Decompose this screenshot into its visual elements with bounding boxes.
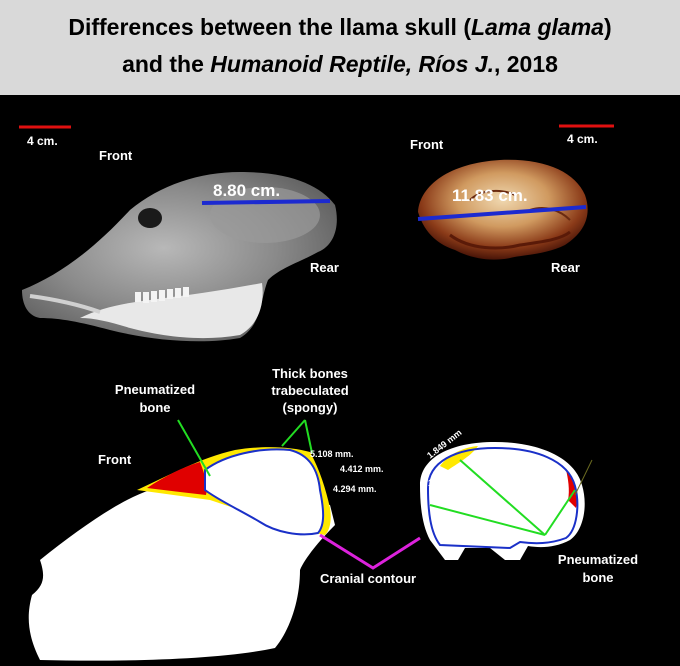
reptile-measure-label: 11.83 cm. xyxy=(452,186,528,205)
title-line-2: and the Humanoid Reptile, Ríos J., 2018 xyxy=(0,51,680,78)
cranial-contour-line xyxy=(319,533,421,570)
llama-front-label: Front xyxy=(99,148,133,163)
bottom-front-label: Front xyxy=(98,452,132,467)
title-subject: Humanoid Reptile, Ríos J. xyxy=(210,51,494,77)
pneumatized-label-right-1: Pneumatized xyxy=(558,552,638,567)
measure-4294: 4.294 mm. xyxy=(333,484,377,494)
llama-silhouette xyxy=(28,490,336,661)
llama-rear-label: Rear xyxy=(310,260,339,275)
title-text: Differences between the llama skull ( xyxy=(68,14,471,40)
diagram-canvas: 4 cm. 4 cm. 8.80 cm. Front Rear 11.83 cm… xyxy=(19,124,638,661)
llama-measure-line xyxy=(201,199,331,205)
reptile-measure-line xyxy=(417,205,587,221)
thick-bones-label-2: trabeculated xyxy=(271,383,348,398)
title-banner: Differences between the llama skull (Lam… xyxy=(0,0,680,95)
reptile-spongy-band-top xyxy=(440,446,478,470)
reptile-front-label: Front xyxy=(410,137,444,152)
scale-label-right: 4 cm. xyxy=(567,132,598,146)
reptile-brain-cavity xyxy=(426,446,579,550)
thick-bones-label-1: Thick bones xyxy=(272,366,348,381)
pneumatized-label-left-2: bone xyxy=(139,400,170,415)
reptile-skull-render xyxy=(418,159,588,260)
annotation-lines xyxy=(177,419,576,536)
reptile-silhouette xyxy=(420,442,585,560)
measure-5108: 5.108 mm. xyxy=(310,449,354,459)
llama-skull-render xyxy=(22,172,337,342)
reptile-rear-label: Rear xyxy=(551,260,580,275)
llama-measure-label: 8.80 cm. xyxy=(213,181,280,200)
title-species: Lama glama xyxy=(471,14,604,40)
title-text: ) xyxy=(603,14,612,40)
pneumatized-label-right-2: bone xyxy=(582,570,613,585)
measure-4412: 4.412 mm. xyxy=(340,464,384,474)
title-text: , 2018 xyxy=(493,51,558,77)
pneumatized-bone-region-left xyxy=(147,462,207,495)
title-line-1: Differences between the llama skull (Lam… xyxy=(0,14,680,41)
scale-label-left: 4 cm. xyxy=(27,134,58,148)
annotation-line-rear xyxy=(574,459,593,496)
thick-bones-label-3: (spongy) xyxy=(283,400,338,415)
pneumatized-label-left-1: Pneumatized xyxy=(115,382,195,397)
cranial-contour-label: Cranial contour xyxy=(320,571,416,586)
llama-brain-cavity xyxy=(204,448,325,536)
measure-1278: 1.278 mm. xyxy=(432,490,476,500)
measure-1736: 1.736 mm. xyxy=(428,478,472,488)
title-text: and the xyxy=(122,51,211,77)
